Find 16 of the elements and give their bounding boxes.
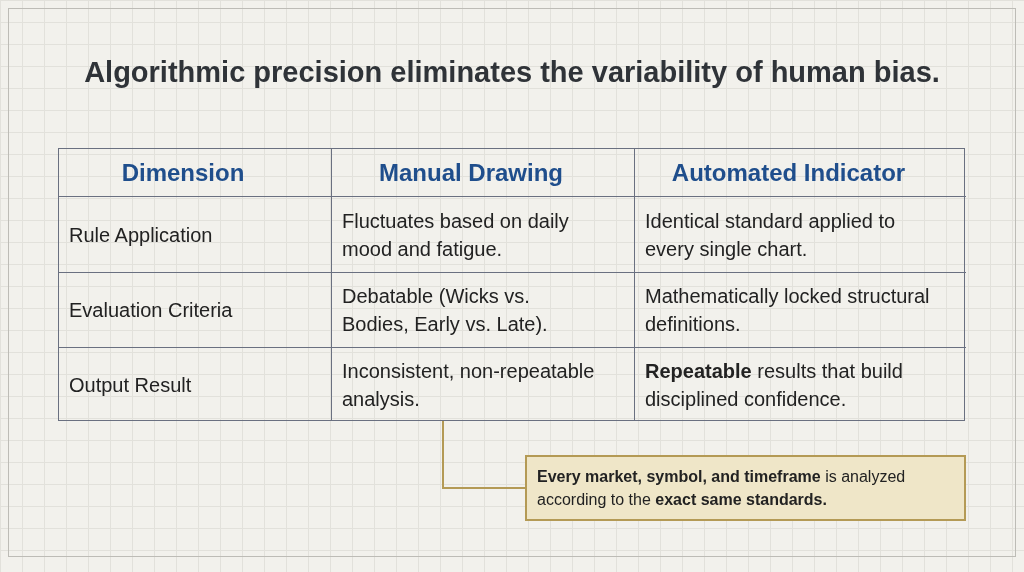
table-cell-text: Repeatable results that build disciplined confidence. bbox=[645, 358, 904, 412]
table-cell-text: Debatable (Wicks vs. Bodies, Early vs. Late). bbox=[342, 284, 549, 337]
comparison-table bbox=[58, 148, 965, 421]
column-header: Automated Indicator bbox=[671, 157, 906, 188]
leader-line bbox=[442, 420, 526, 489]
column-header: Manual Drawing bbox=[379, 157, 563, 188]
table-cell-text: Fluctuates based on daily mood and fatigue. bbox=[342, 208, 570, 262]
table-cell-text: Identical standard applied to every single chart. bbox=[645, 208, 897, 262]
row-header: Evaluation Criteria bbox=[69, 298, 233, 323]
table-cell-text: Mathematically locked structural definitions. bbox=[645, 284, 931, 337]
callout-box: Every market, symbol, and timeframe is analyzed according to the exact same standards. bbox=[525, 455, 966, 521]
slide-title: Algorithmic precision eliminates the variability of human bias. bbox=[83, 56, 941, 89]
column-header: Dimension bbox=[121, 157, 245, 188]
row-header: Rule Application bbox=[69, 222, 213, 248]
row-header: Output Result bbox=[69, 372, 192, 398]
table-cell-text: Inconsistent, non-repeatable analysis. bbox=[342, 358, 596, 412]
